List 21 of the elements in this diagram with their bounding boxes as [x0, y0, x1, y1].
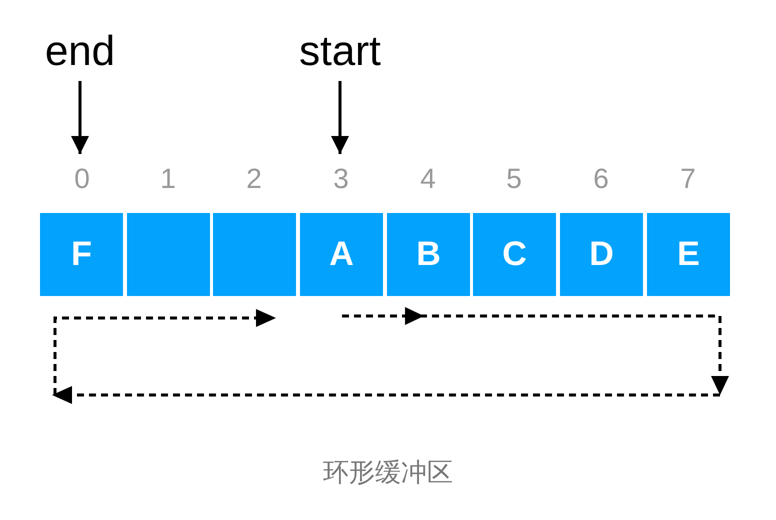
buffer-cell: E	[647, 213, 730, 296]
index-number: 7	[663, 160, 713, 198]
pointer-label: start	[285, 25, 395, 77]
buffer-cell: C	[473, 213, 556, 296]
buffer-cell: D	[560, 213, 643, 296]
buffer-cell: B	[387, 213, 470, 296]
buffer-cell	[213, 213, 296, 296]
buffer-cell: F	[40, 213, 123, 296]
index-number: 4	[403, 160, 453, 198]
buffer-cell: A	[300, 213, 383, 296]
arrow	[331, 81, 349, 154]
caption: 环形缓冲区	[322, 456, 454, 489]
index-number: 2	[229, 160, 279, 198]
index-number: 1	[143, 160, 193, 198]
arrow	[71, 81, 89, 154]
index-number: 6	[576, 160, 626, 198]
index-number: 5	[489, 160, 539, 198]
index-number: 0	[57, 160, 107, 198]
pointer-label: end	[40, 25, 120, 77]
index-number: 3	[316, 160, 366, 198]
buffer-cell	[127, 213, 210, 296]
